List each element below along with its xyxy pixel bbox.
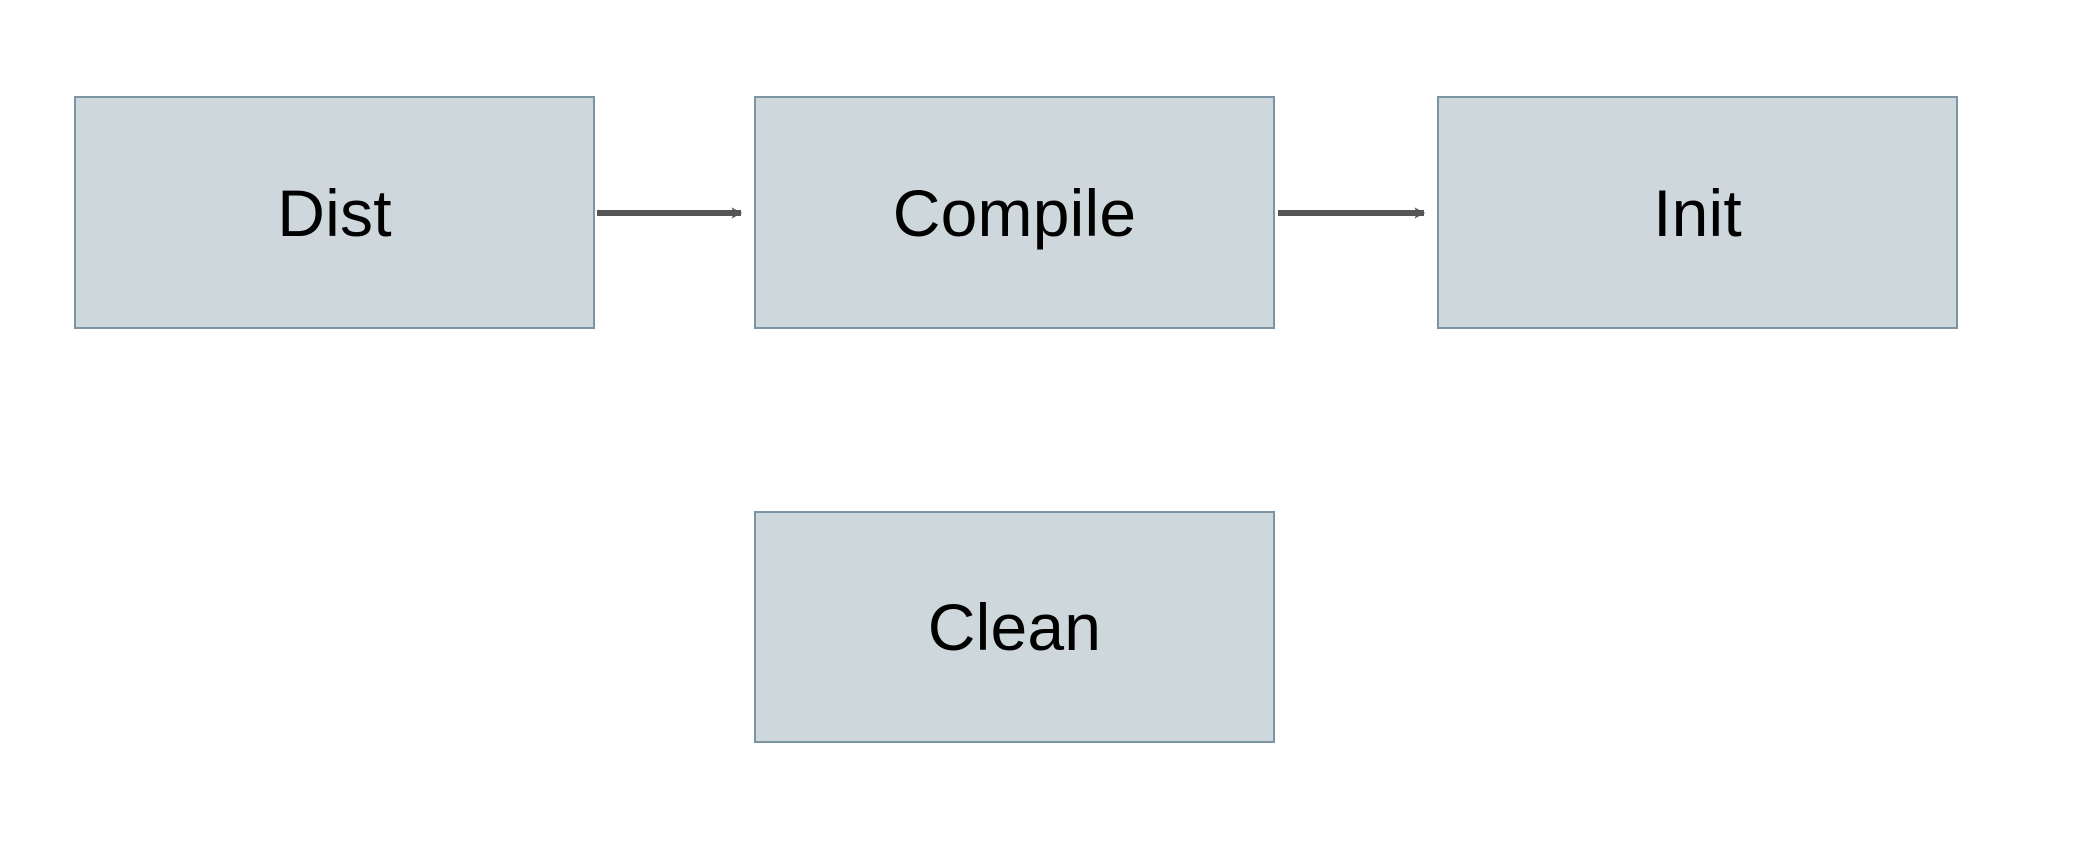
node-init-label: Init (1653, 175, 1742, 250)
node-dist[interactable]: Dist (74, 96, 595, 329)
node-clean[interactable]: Clean (754, 511, 1275, 743)
node-compile-label: Compile (892, 175, 1137, 250)
node-compile[interactable]: Compile (754, 96, 1275, 329)
node-dist-label: Dist (277, 175, 392, 250)
node-init[interactable]: Init (1437, 96, 1958, 329)
node-clean-label: Clean (927, 590, 1102, 664)
